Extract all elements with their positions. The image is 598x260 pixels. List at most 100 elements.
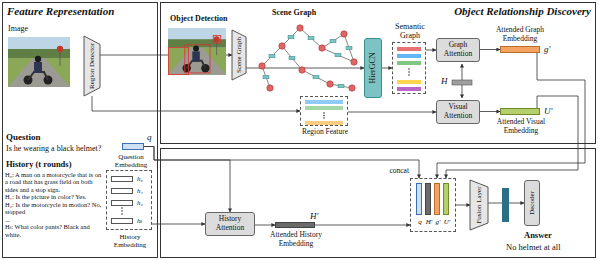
- node-label: Graph Attention: [439, 41, 477, 58]
- connector: [348, 112, 436, 113]
- relation-node: [288, 35, 294, 39]
- text-holder: Feature Representation: [7, 5, 114, 18]
- annotation-label: History (t rounds): [6, 160, 72, 170]
- node-label: Fusion Layer: [475, 186, 483, 223]
- detection-box: [213, 36, 221, 44]
- input-photo: [8, 37, 70, 87]
- history-line: H₀: A man on a motorcycle that is on a r…: [5, 171, 103, 193]
- node-label: Attended History Embedding: [264, 231, 328, 248]
- node-label: U′: [544, 106, 552, 116]
- connector: [315, 225, 410, 226]
- module-box: HierGCN: [364, 38, 382, 98]
- embedding-bar: H′: [425, 183, 431, 215]
- text-holder: No helmet at all: [506, 243, 561, 253]
- text-holder: Decoder: [528, 191, 536, 215]
- object-node: [267, 85, 273, 91]
- connector: [480, 111, 500, 112]
- object-node: [327, 81, 333, 87]
- connector: [255, 225, 275, 226]
- text-holder: g′: [544, 44, 550, 54]
- panel: Object Relationship DiscoveryScene Graph…: [160, 2, 596, 144]
- text-holder: H′: [310, 211, 318, 221]
- graph-edge: [302, 70, 330, 84]
- text-holder: Scene Graph: [235, 37, 243, 73]
- dashed-container: Region Feature: [300, 96, 348, 126]
- node-label: History Embedding: [104, 233, 156, 249]
- feature-bar: [397, 61, 421, 65]
- connector: [426, 50, 436, 51]
- text-holder: H: [441, 76, 448, 86]
- relation-node: [289, 56, 295, 60]
- text-holder: Attended History Embedding: [264, 231, 328, 248]
- connector: [144, 147, 419, 179]
- text-holder: Question: [6, 132, 41, 142]
- feature-bar: [305, 106, 343, 110]
- node-label: Attended Visual Embedding: [491, 118, 551, 135]
- fused-vector: [502, 188, 509, 222]
- text-holder: Answer: [524, 231, 552, 241]
- module-box: Decoder: [524, 180, 540, 226]
- text-holder: hₜ: [137, 217, 142, 225]
- text-holder: History Embedding: [104, 233, 156, 249]
- dashed-container: concatqH′g′U′: [410, 178, 456, 232]
- detection-box: [185, 45, 210, 73]
- text-holder: U′: [544, 106, 552, 116]
- text-holder: Scene Graph: [272, 8, 316, 17]
- node-label: g′: [431, 218, 445, 226]
- graph-edge: [262, 46, 282, 66]
- node-label: hₜ: [137, 217, 142, 225]
- text-holder: concat: [385, 167, 409, 176]
- node-label: H′: [422, 218, 436, 226]
- node-label: HierGCN: [368, 52, 377, 83]
- object-node: [279, 43, 285, 49]
- text-holder: Graph Attention: [439, 41, 477, 58]
- graph-edge: [330, 84, 352, 88]
- relation-node: [269, 54, 275, 58]
- graph-edge: [344, 34, 354, 62]
- embedding-bar: Attended Graph Embeddingg′: [500, 46, 540, 53]
- text-holder: History (t rounds): [6, 160, 72, 170]
- embedding-bar: h₀: [111, 176, 133, 182]
- ellipsis-dot: [121, 207, 123, 209]
- annotation-label: Image: [8, 24, 28, 33]
- dashed-container: History Embeddingh₀h₁h₂hₜ: [106, 170, 152, 230]
- text-holder: Attended Visual Embedding: [491, 118, 551, 135]
- trapezoid-module: Region Detector: [84, 36, 100, 96]
- object-node: [259, 63, 265, 69]
- text-holder: H₁: Is the picture in color? Yes.: [5, 193, 103, 200]
- relation-node: [313, 75, 319, 79]
- ellipsis-dot: [323, 112, 325, 114]
- annotation-label: q: [147, 132, 152, 142]
- text-holder: Question Embedding: [107, 153, 155, 169]
- connector: [246, 68, 364, 69]
- text-holder: h₁: [137, 187, 143, 195]
- text-holder: U′: [440, 218, 454, 226]
- dashed-container: Semantic Graph: [392, 42, 426, 94]
- history-line: H₂: Is the motorcycle in motion? No, sto…: [5, 201, 103, 216]
- node-label: Decoder: [528, 191, 536, 215]
- text-holder: Object Detection: [170, 14, 228, 23]
- text-holder: Region Detector: [88, 43, 96, 89]
- text-holder: History Attention: [208, 215, 252, 232]
- text-holder: H₂: Is the motorcycle in motion? No, sto…: [5, 201, 103, 216]
- detection-photo: [168, 28, 226, 75]
- trapezoid-shape: [232, 30, 246, 80]
- history-line: ...: [5, 216, 103, 223]
- graph-edge: [322, 34, 344, 48]
- embedding-bar: Question Embedding: [122, 143, 144, 150]
- panel-border: [161, 149, 596, 258]
- node-label: Visual Attention: [439, 103, 477, 120]
- connector: [437, 53, 585, 178]
- object-node: [349, 85, 355, 91]
- node-label: g′: [544, 44, 550, 54]
- text-holder: Visual Attention: [439, 103, 477, 120]
- graph-edge: [282, 46, 302, 70]
- text-holder: h₀: [137, 175, 143, 183]
- text-holder: H₀: A man on a motorcycle that is on a r…: [5, 171, 103, 193]
- annotation-label: Answer: [524, 231, 552, 241]
- annotation-label: Object Detection: [170, 14, 228, 23]
- graph-edge: [282, 28, 300, 46]
- history-line: H₁: Is the picture in color? Yes.: [5, 193, 103, 200]
- input-arrow: [462, 64, 463, 80]
